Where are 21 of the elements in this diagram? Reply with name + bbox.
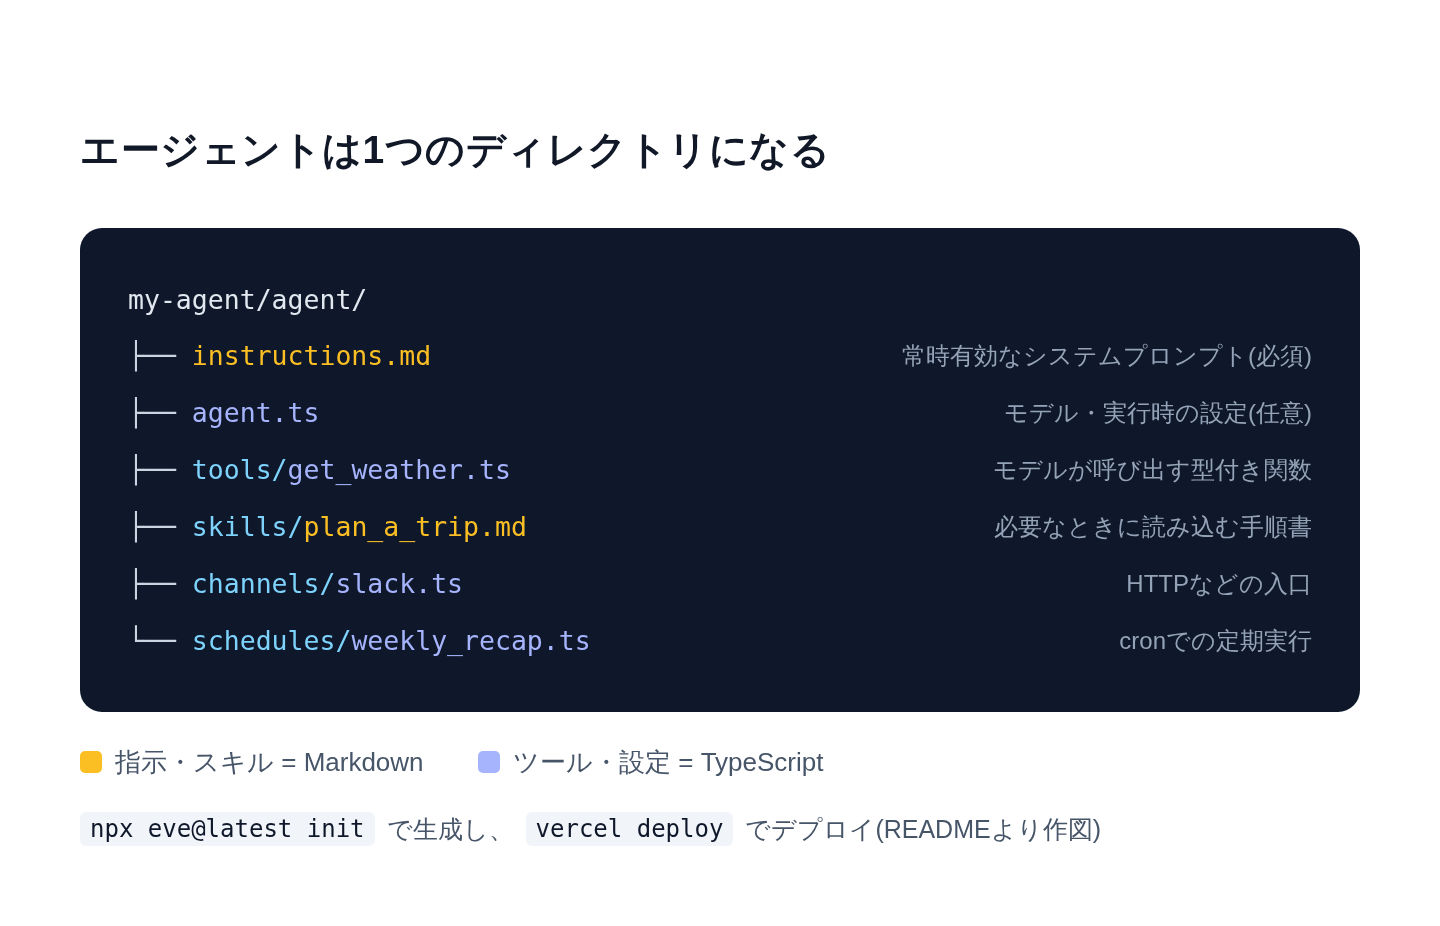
legend-text: ツール・設定 = TypeScript [513,746,824,779]
description-text: HTTPなどの入口 [1126,569,1312,599]
file-path: ├── instructions.md [128,339,432,374]
inline-code: vercel deploy [525,812,734,846]
description-text: 必要なときに読み込む手順書 [994,512,1312,542]
description-text: モデル・実行時の設定(任意) [1004,398,1312,428]
description-text: モデルが呼び出す型付き関数 [993,455,1312,485]
code-panel [80,228,1360,712]
description-text: cronでの定期実行 [1119,626,1312,656]
title: エージェントは1つのディレクトリになる [80,127,831,173]
file-path: ├── channels/slack.ts [128,567,464,602]
file-path: ├── tools/get_weather.ts [128,453,511,488]
description-text: 常時有効なシステムプロンプト(必須) [902,341,1312,371]
file-path: ├── agent.ts [128,396,320,431]
inline-code: npx eve@latest init [80,812,375,846]
caption-text: でデプロイ(READMEより作図) [745,814,1101,845]
legend-text: 指示・スキル = Markdown [115,746,424,779]
file-path: └── schedules/weekly_recap.ts [128,624,591,658]
file-path: ├── skills/plan_a_trip.md [128,510,527,545]
caption-text: で生成し、 [386,814,514,845]
directory-path: my-agent/agent/ [128,283,368,317]
